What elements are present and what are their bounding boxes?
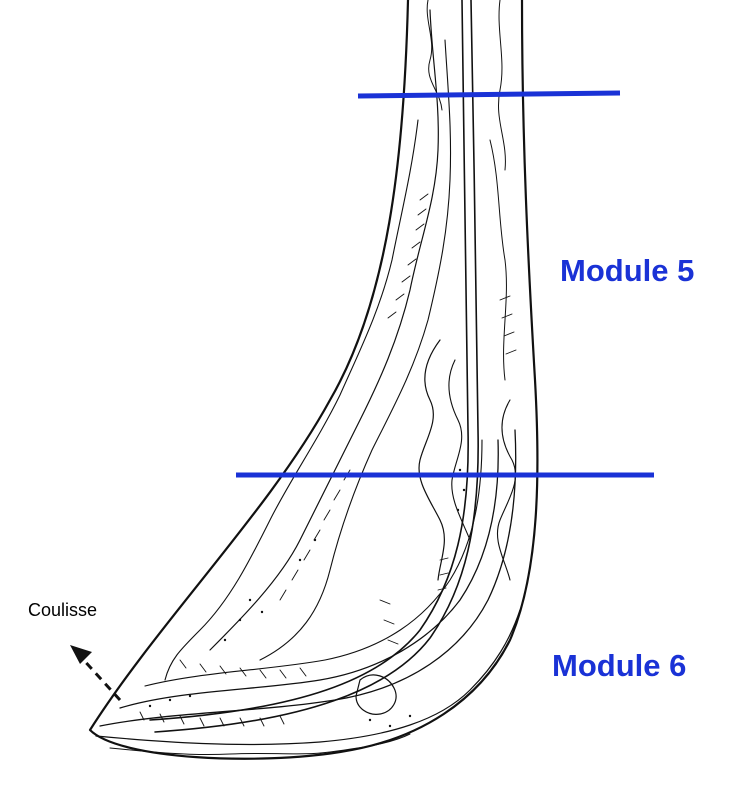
inner-band-3: [99, 429, 517, 727]
tissue-lobe-3: [496, 399, 516, 581]
module-5-label: Module 5: [560, 253, 695, 288]
coulisse-arrow-head: [70, 645, 92, 664]
tip-fold-wavy: [109, 733, 411, 756]
module-6-label: Module 6: [552, 648, 687, 683]
tip-fold-outer: [95, 609, 521, 746]
horn-outer-contour: [88, 0, 539, 760]
tissue-fold-left-1: [209, 9, 439, 651]
hatch-marks: [139, 193, 517, 727]
tissue-fold-left-3: [164, 119, 419, 681]
inner-band-2: [144, 439, 483, 687]
tissue-fold-left-2: [259, 39, 452, 661]
central-canal-right: [154, 0, 479, 733]
stipple-dots: [148, 468, 466, 728]
module-5-top-divider: [357, 90, 621, 99]
coulisse-label: Coulisse: [28, 600, 98, 620]
tissue-lobe-6: [498, 0, 506, 171]
coulisse-arrow-line: [78, 654, 122, 702]
tissue-knot: [355, 674, 397, 715]
tissue-lobe-4: [489, 139, 507, 381]
tissue-lobe-1: [418, 339, 445, 581]
central-canal-left: [149, 0, 469, 721]
inner-band-1: [119, 439, 499, 709]
